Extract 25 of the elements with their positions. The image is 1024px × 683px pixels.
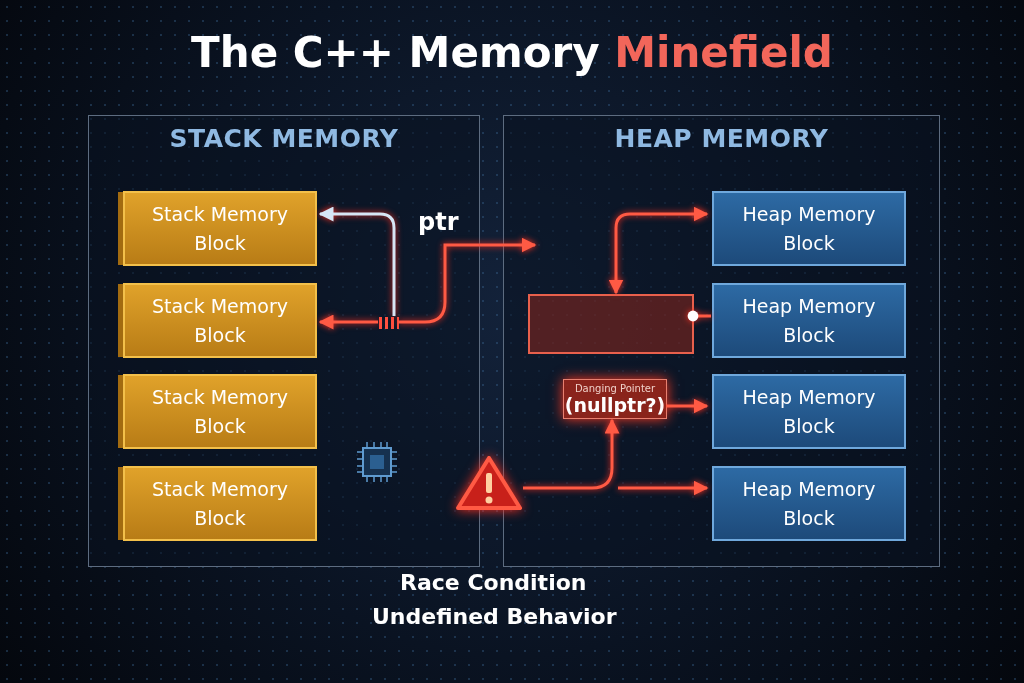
heap-block: Heap Memory Block [712, 374, 906, 449]
pointer-box [563, 379, 667, 419]
memory-panel [503, 115, 940, 567]
heap-block: Heap Memory Block [712, 466, 906, 541]
caption-text: Race Condition [400, 570, 587, 595]
arrow [398, 237, 537, 324]
panel-heading: HEAP MEMORY [613, 124, 830, 153]
pointer-label: ptr [418, 208, 459, 236]
panel-heading: STACK MEMORY [168, 124, 400, 153]
pointer-target-box [528, 294, 694, 354]
memory-panel [88, 115, 480, 567]
pointer-origin-mark [379, 317, 399, 329]
pointer-value: (nullptr?) [564, 393, 666, 416]
title: The C++ Memory Minefield [190, 28, 834, 77]
arrow [608, 206, 709, 295]
warning-icon [455, 455, 523, 511]
box-caption: Danging Pointer [574, 382, 656, 394]
arrow [523, 418, 620, 490]
arrow [318, 314, 378, 330]
arrow [618, 480, 709, 496]
heap-block: Heap Memory Block [712, 283, 906, 358]
arrow [666, 398, 709, 414]
heap-block: Heap Memory Block [712, 191, 906, 266]
caption-text: Undefined Behavior [372, 604, 617, 629]
arrow [318, 206, 396, 316]
